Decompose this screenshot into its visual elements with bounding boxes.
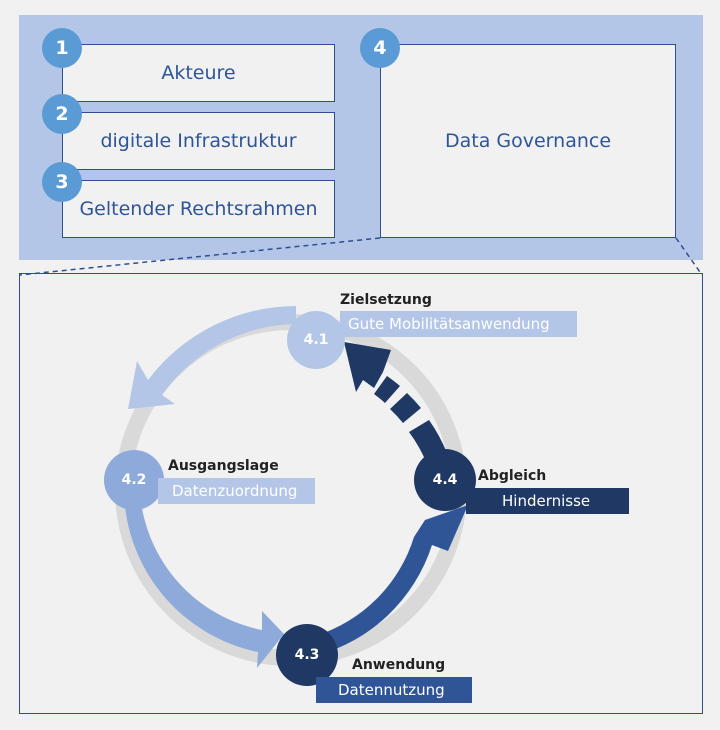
box-akteure: Akteure [62, 44, 335, 102]
arrow-ausgangslage-to-anwendung [124, 493, 284, 668]
box-digitale-infrastruktur: digitale Infrastruktur [62, 112, 335, 170]
box-rechtsrahmen: Geltender Rechtsrahmen [62, 180, 335, 238]
box-data-governance-label: Data Governance [444, 130, 612, 152]
zoom-line-right [675, 237, 703, 276]
stage-circle-4-1: 4.1 [287, 311, 345, 369]
stage-circle-4-2: 4.2 [104, 450, 164, 510]
number-badge-2: 2 [42, 94, 82, 134]
stage-title-zielsetzung: Zielsetzung [340, 292, 432, 308]
number-badge-4: 4 [360, 28, 400, 68]
box-infrastruktur-label: digitale Infrastruktur [100, 130, 297, 152]
stage-title-ausgangslage: Ausgangslage [168, 458, 279, 474]
stage-title-abgleich: Abgleich [478, 468, 547, 484]
stage-circle-4-3: 4.3 [276, 624, 338, 686]
stage-label-gute-mobilitaetsanwendung: Gute Mobilitätsanwendung [340, 311, 577, 337]
stage-circle-4-4: 4.4 [414, 449, 476, 511]
stage-label-datennutzung: Datennutzung [316, 677, 472, 703]
zoom-line-left [19, 237, 381, 276]
arrow-zielsetzung-to-ausgangslage [128, 306, 296, 409]
stage-label-hindernisse: Hindernisse [466, 488, 629, 514]
number-badge-3: 3 [42, 162, 82, 202]
box-rechtsrahmen-label: Geltender Rechtsrahmen [79, 198, 318, 220]
stage-label-datenzuordnung: Datenzuordnung [158, 478, 315, 504]
number-badge-1: 1 [42, 28, 82, 68]
stage-title-anwendung: Anwendung [352, 657, 446, 673]
box-data-governance: Data Governance [380, 44, 676, 238]
arrow-anwendung-to-abgleich [315, 505, 468, 656]
box-akteure-label: Akteure [161, 62, 236, 84]
cycle-panel [19, 273, 703, 714]
